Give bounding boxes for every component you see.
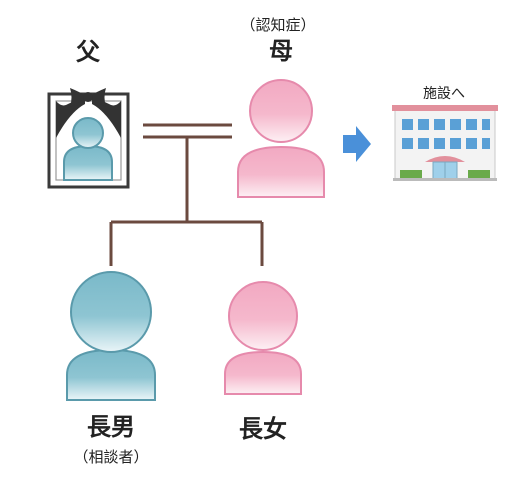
mourning-ribbon-icon bbox=[56, 88, 121, 138]
father-label: 父 bbox=[76, 38, 101, 66]
family-connector-lines bbox=[109, 123, 264, 266]
facility-label: 施設へ bbox=[423, 86, 465, 102]
eldest-daughter-label: 長女 bbox=[239, 415, 287, 443]
eldest-son-label: 長男 bbox=[87, 413, 135, 441]
mother-label: 母 bbox=[269, 37, 293, 65]
mother-note-label: （認知症） bbox=[240, 16, 315, 34]
eldest-son-figure bbox=[66, 271, 156, 401]
father-figure bbox=[63, 117, 113, 181]
father-portrait bbox=[47, 88, 130, 189]
arrow-right-icon bbox=[343, 126, 371, 162]
eldest-daughter-figure bbox=[224, 281, 302, 395]
facility-building-icon bbox=[392, 105, 498, 181]
mother-figure bbox=[237, 79, 325, 198]
eldest-son-note-label: （相談者） bbox=[73, 448, 148, 466]
